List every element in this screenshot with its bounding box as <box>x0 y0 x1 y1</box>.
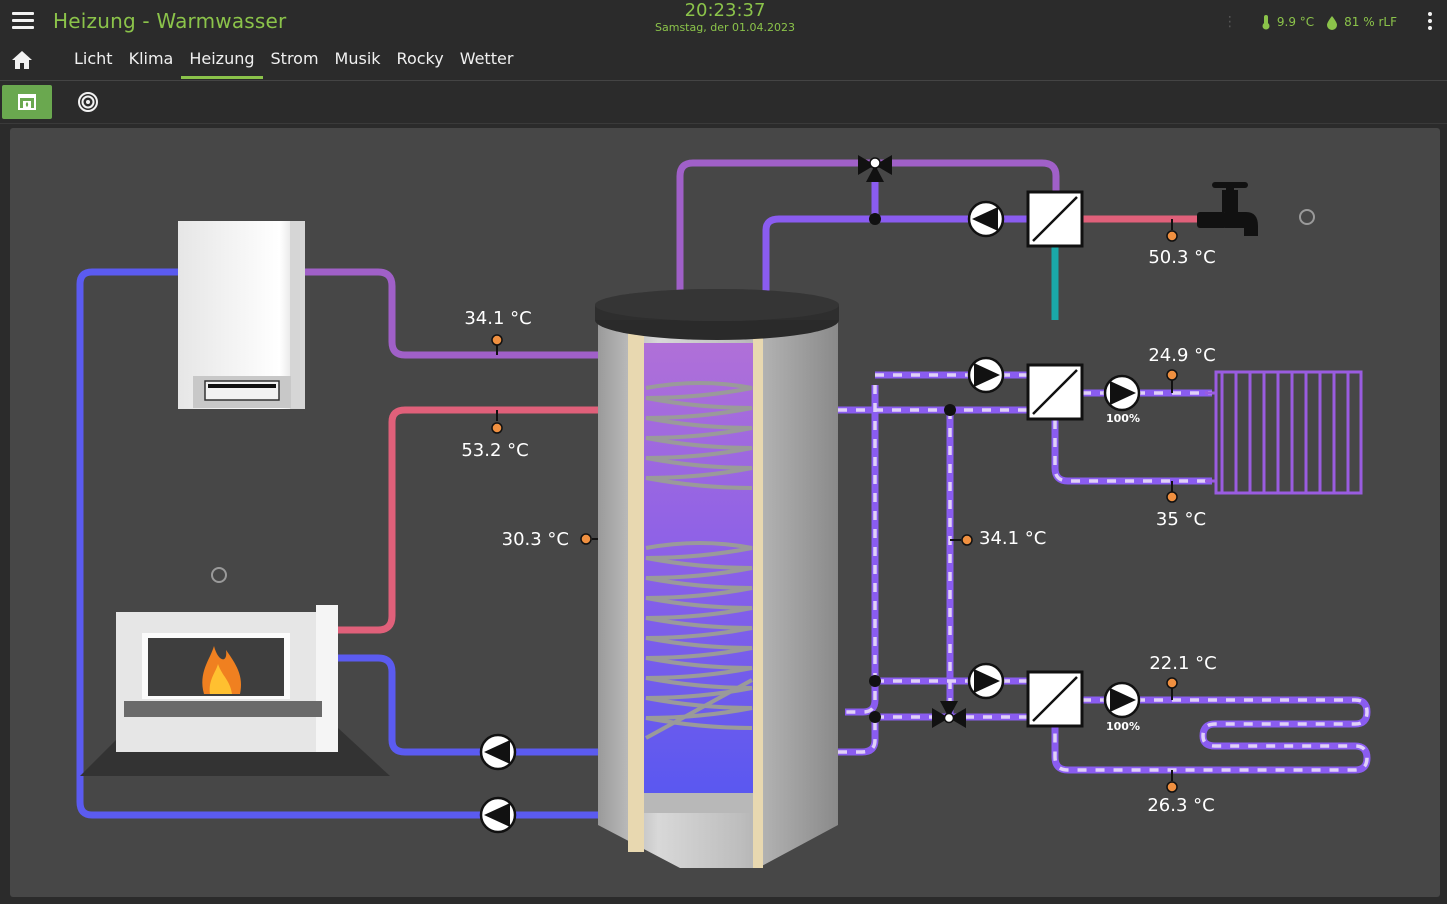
pump-floor-primary[interactable] <box>967 662 1005 700</box>
pump-radiator-primary[interactable] <box>967 356 1005 394</box>
divider <box>0 80 1447 81</box>
tab-heizung[interactable]: Heizung <box>181 44 263 79</box>
pump-cold-return[interactable] <box>479 796 517 834</box>
tab-wetter[interactable]: Wetter <box>459 49 514 68</box>
clock: 20:23:37 Samstag, der 01.04.2023 <box>600 1 850 35</box>
target-icon[interactable] <box>72 87 104 117</box>
heat-exchanger-hot-water <box>1026 190 1084 248</box>
temp-fireplace-flow: 53.2 °C <box>461 440 528 461</box>
clock-time: 20:23:37 <box>684 0 766 21</box>
fireplace-icon[interactable] <box>2 85 52 119</box>
hot-water-status-indicator[interactable] <box>1299 209 1315 225</box>
divider-dots: ⋮ <box>1222 14 1237 30</box>
clock-date: Samstag, der 01.04.2023 <box>655 21 795 34</box>
temp-mix-line: 34.1 °C <box>979 528 1046 549</box>
pipes <box>76 159 1371 819</box>
weather-status: ⋮ 9.9 °C 81 % rLF <box>1223 14 1397 30</box>
tab-klima[interactable]: Klima <box>128 49 174 68</box>
main-navigation: Licht Klima Heizung Strom Musik Rocky We… <box>0 44 1447 80</box>
pump-fireplace-return[interactable] <box>479 733 517 771</box>
home-icon[interactable] <box>10 49 36 73</box>
more-vertical-icon[interactable] <box>1427 12 1433 32</box>
temp-boiler-flow: 34.1 °C <box>464 308 531 329</box>
page-title: Heizung - Warmwasser <box>53 9 287 33</box>
radiator[interactable] <box>1205 370 1363 495</box>
temp-radiator-flow: 24.9 °C <box>1148 345 1215 366</box>
pump-speed-floor: 100% <box>1106 720 1140 733</box>
water-tap-icon[interactable] <box>1197 182 1258 236</box>
storage-tank[interactable] <box>595 289 839 868</box>
outdoor-temperature: 9.9 °C <box>1276 15 1315 29</box>
tab-strom[interactable]: Strom <box>270 49 319 68</box>
temp-tank-mid: 30.3 °C <box>502 529 569 550</box>
mixing-valve-floor[interactable] <box>932 701 966 728</box>
heat-exchanger-radiator <box>1026 363 1084 421</box>
junctions <box>869 213 956 723</box>
temp-floor-return: 26.3 °C <box>1147 795 1214 816</box>
temp-radiator-return: 35 °C <box>1156 509 1206 530</box>
humidity-value: 81 % rLF <box>1344 15 1397 29</box>
pipe-cold-return <box>76 268 600 819</box>
tab-licht[interactable]: Licht <box>74 49 113 68</box>
temp-hot-water: 50.3 °C <box>1148 247 1215 268</box>
pipe-boiler-flow <box>305 268 600 359</box>
pipe-fireplace-flow <box>338 406 600 634</box>
pipe-fireplace-return <box>338 654 600 756</box>
hamburger-menu-icon[interactable] <box>12 12 34 30</box>
pump-floor-secondary[interactable] <box>1103 681 1141 719</box>
divider <box>0 123 1447 124</box>
fireplace[interactable] <box>80 605 390 776</box>
sub-navigation <box>0 81 1447 123</box>
tab-bar: Licht Klima Heizung Strom Musik Rocky We… <box>66 44 521 80</box>
mixing-valve-top[interactable] <box>858 155 892 182</box>
top-bar: Heizung - Warmwasser 20:23:37 Samstag, d… <box>0 0 1447 44</box>
pump-speed-radiator: 100% <box>1106 412 1140 425</box>
thermometer-icon <box>1262 15 1270 30</box>
fireplace-status-indicator[interactable] <box>211 567 227 583</box>
heat-exchanger-floor <box>1026 670 1084 728</box>
temperature-sensors <box>491 219 1178 793</box>
pump-hot-water[interactable] <box>967 200 1005 238</box>
tab-rocky[interactable]: Rocky <box>396 49 444 68</box>
pipe-tank-cold <box>762 215 1028 292</box>
gas-boiler[interactable] <box>178 221 305 409</box>
pump-radiator-secondary[interactable] <box>1103 374 1141 412</box>
temp-floor-flow: 22.1 °C <box>1149 653 1216 674</box>
tab-musik[interactable]: Musik <box>334 49 381 68</box>
droplet-icon <box>1327 15 1338 30</box>
